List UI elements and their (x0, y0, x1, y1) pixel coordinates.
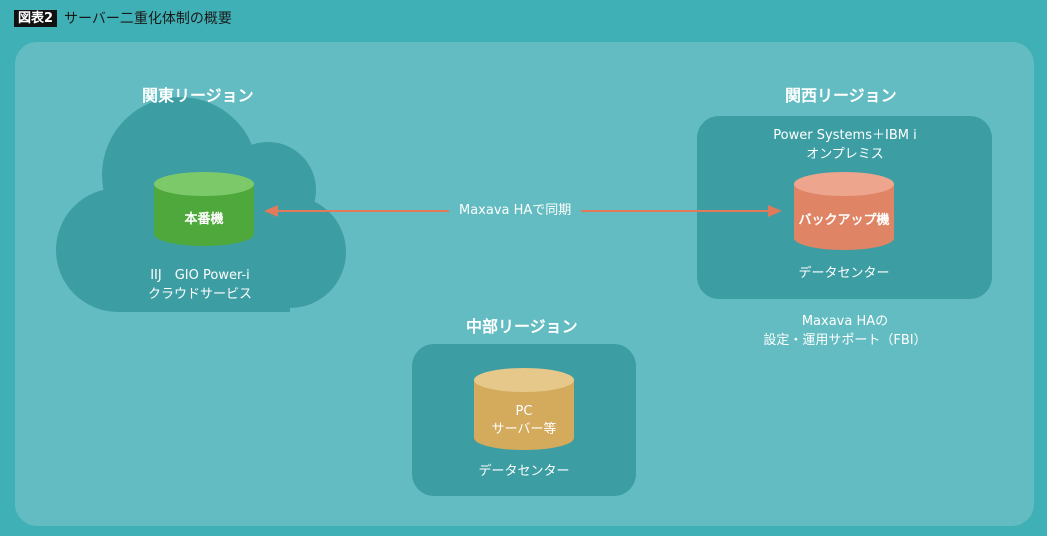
kansai-db-label: バックアップ機 (798, 213, 890, 228)
figure-caption: 図表2 サーバー二重化体制の概要 (14, 8, 232, 28)
kanto-db-label: 本番機 (184, 212, 224, 227)
figure-badge: 図表2 (14, 9, 58, 27)
kanto-service-text: IIJ GIO Power-i クラウドサービス (100, 266, 300, 304)
kansai-support-line2: 設定・運用サポート（FBI） (763, 333, 927, 348)
kansai-region-title: 関西リージョン (785, 86, 897, 105)
kansai-system-text: Power Systems＋IBM i オンプレミス (720, 126, 970, 164)
db-cylinder-backup (794, 172, 894, 250)
db-cylinder-production (154, 172, 254, 246)
chubu-db-text: PC サーバー等 (474, 403, 574, 439)
kanto-cloud (56, 97, 346, 312)
kansai-support-text: Maxava HAの 設定・運用サポート（FBI） (720, 312, 970, 350)
kansai-support-line1: Maxava HAの (801, 314, 889, 329)
chubu-region-title: 中部リージョン (466, 317, 578, 336)
kansai-datacenter: データセンター (798, 266, 890, 281)
kanto-region-title: 関東リージョン (142, 86, 254, 105)
kansai-system-line1: Power Systems＋IBM i (773, 128, 917, 143)
db-cylinder-chubu (474, 368, 574, 450)
figure-title: サーバー二重化体制の概要 (64, 11, 232, 27)
chubu-datacenter: データセンター (478, 464, 570, 479)
chubu-db-line2: サーバー等 (491, 422, 557, 437)
kanto-service-line2: クラウドサービス (147, 287, 252, 302)
kansai-system-line2: オンプレミス (806, 147, 884, 162)
sync-label: Maxava HAで同期 (449, 201, 582, 221)
kanto-service-line1: IIJ GIO Power-i (150, 268, 250, 283)
chubu-db-line1: PC (515, 404, 533, 419)
